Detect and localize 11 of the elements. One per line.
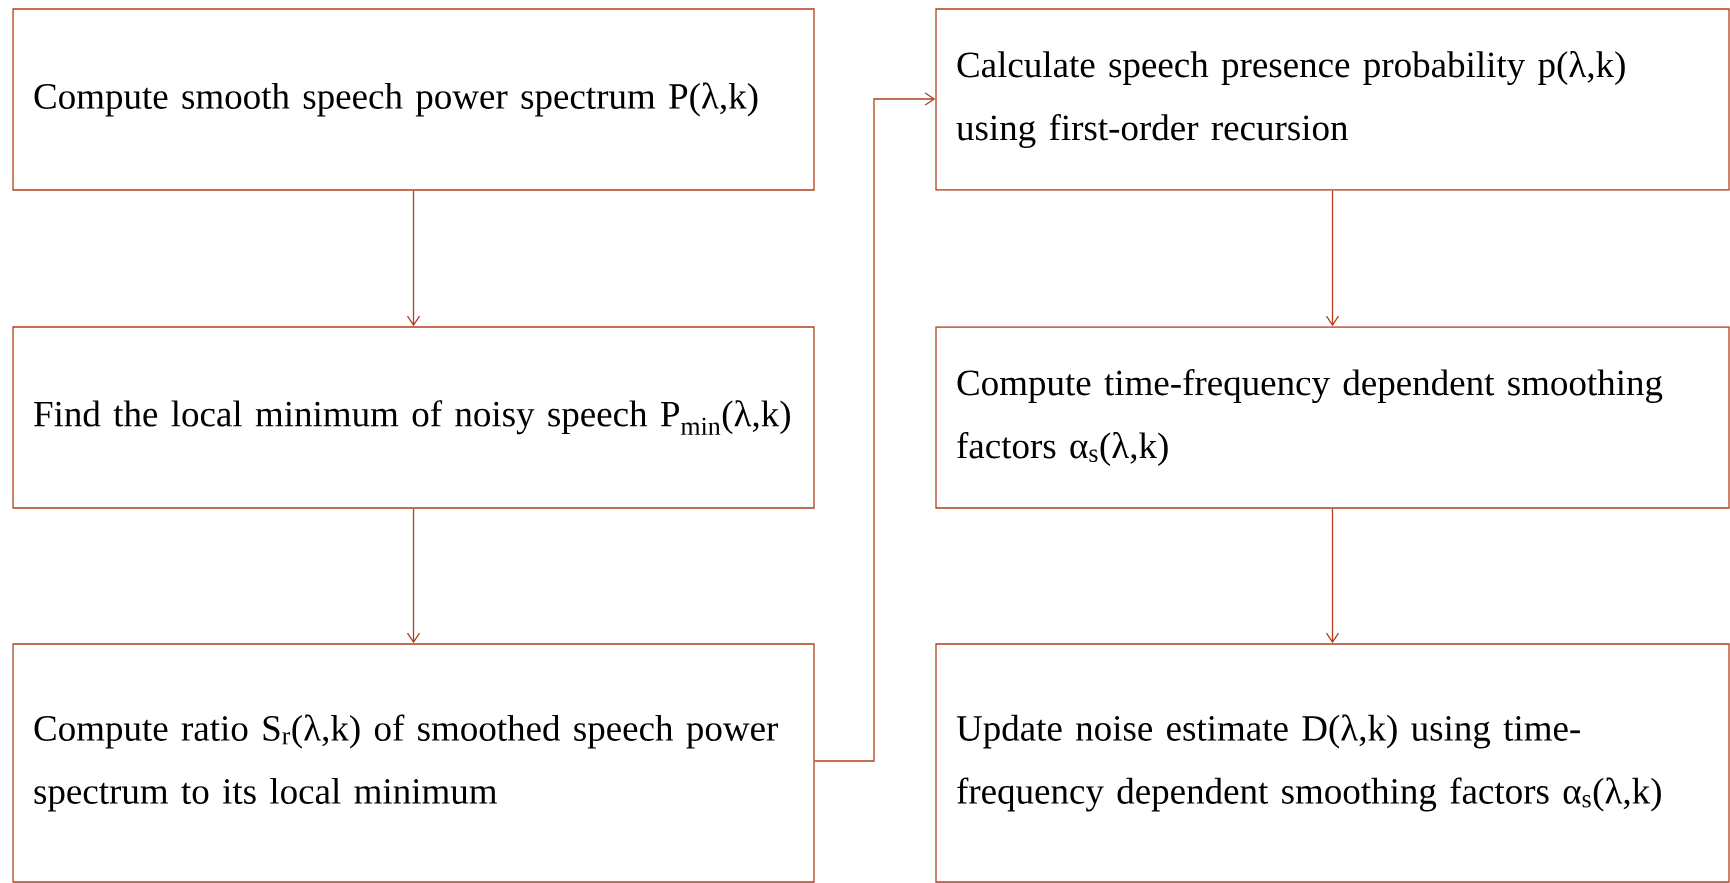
arrow — [814, 92, 936, 762]
process-box: Update noise estimate D(λ,k) using time-frequency dependent smoothing factors α$_{s}$(λ,k) — [935, 643, 1730, 883]
arrow — [1325, 508, 1340, 644]
process-box: Compute time-frequency dependent smoothing factors α$_{s}$(λ,k) — [935, 326, 1730, 509]
process-box: Find the local minimum of noisy speech P$_{min}$(λ,k) — [12, 326, 815, 509]
arrow — [406, 508, 421, 644]
arrow — [406, 190, 421, 327]
process-box: Compute ratio S$_{r}$(λ,k) of smoothed speech power spectrum to its local minimum — [12, 643, 815, 883]
arrow — [1325, 190, 1340, 327]
process-box: Compute smooth speech power spectrum P(λ,k) — [12, 8, 815, 191]
process-box: Calculate speech presence probability p(λ,k) using first-order recursion — [935, 8, 1730, 191]
